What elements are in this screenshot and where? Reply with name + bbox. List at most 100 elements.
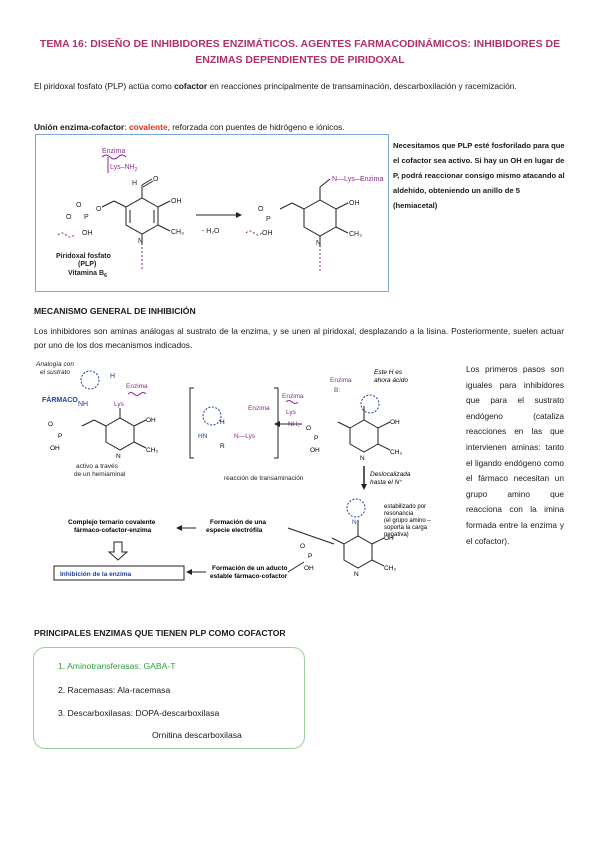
svg-text:R: R: [220, 443, 225, 450]
aducto-estable-label: Formación de un aducto: [212, 565, 288, 572]
svg-text:resonancia: resonancia: [384, 511, 414, 517]
svg-text:N—Lys: N—Lys: [234, 433, 256, 440]
svg-text:P: P: [58, 433, 62, 440]
svg-text:P: P: [308, 553, 312, 560]
svg-text:H: H: [110, 373, 115, 380]
svg-text:P: P: [84, 214, 89, 221]
union-line: Unión enzima-cofactor: covalente, reforz…: [34, 122, 345, 132]
enzyme-item-aminotransferasas: 1. Aminotransferasas: GABA-T: [58, 661, 176, 671]
svg-text:OH: OH: [310, 447, 320, 454]
page-title: TEMA 16: DISEÑO DE INHIBIDORES ENZIMÁTIC…: [30, 36, 570, 68]
svg-text:OH: OH: [171, 198, 182, 205]
svg-text:OH: OH: [349, 200, 360, 207]
svg-text:O: O: [153, 176, 159, 183]
svg-text:O: O: [66, 214, 72, 221]
lys-nh2-label: Lys–NH2: [110, 164, 138, 173]
svg-text:especie electrófila: especie electrófila: [206, 527, 263, 534]
vitamin-b6-label: Vitamina B6: [68, 270, 107, 279]
schiff-base-structure: [279, 178, 349, 247]
svg-text:soporta la carga: soporta la carga: [384, 525, 428, 531]
svg-text:negativa): negativa): [384, 532, 409, 538]
especie-electrofila-label: Formación de una: [210, 519, 266, 526]
svg-text:Lys: Lys: [114, 401, 125, 408]
cofactor-term: cofactor: [174, 81, 208, 91]
svg-text:fármaco-cofactor-enzima: fármaco-cofactor-enzima: [74, 527, 152, 534]
svg-text:activo a través: activo a través: [76, 463, 119, 470]
svg-text:NH: NH: [78, 401, 88, 408]
title-line-2: ENZIMAS DEPENDIENTES DE PIRIDOXAL: [195, 54, 405, 66]
svg-text:O: O: [306, 425, 311, 432]
svg-text:N: N: [352, 519, 357, 526]
farmaco-label: FÁRMACO: [42, 395, 78, 404]
svg-text:CH₃: CH₃: [390, 449, 402, 456]
svg-text:OH: OH: [384, 535, 394, 542]
note-first-steps: Los primeros pasos son iguales para inhi…: [466, 364, 564, 546]
svg-text:OH: OH: [304, 565, 314, 572]
svg-text:CH₃: CH₃: [146, 447, 158, 454]
svg-text:P: P: [266, 216, 271, 223]
mechanism-heading: MECANISMO GENERAL DE INHIBICIÓN: [34, 306, 196, 316]
svg-text:O: O: [76, 202, 82, 209]
svg-text:Este H es: Este H es: [374, 369, 403, 376]
title-line-1: TEMA 16: DISEÑO DE INHIBIDORES ENZIMÁTIC…: [39, 38, 561, 50]
figure-inhibition-mechanism: Analogía con el sustrato FÁRMACO NH H En…: [34, 358, 464, 594]
svg-text:ahora ácido: ahora ácido: [374, 377, 408, 384]
enzyme-item-racemasas: 2. Racemasas: Ala-racemasa: [58, 685, 171, 695]
svg-text:N: N: [354, 571, 359, 578]
svg-text:NH₂: NH₂: [288, 421, 300, 428]
svg-text:O: O: [258, 206, 264, 213]
enzyme-item-ornitina: Ornitina descarboxilasa: [152, 730, 242, 740]
inhibicion-enzima-label: Inhibición de la enzima: [60, 571, 132, 578]
svg-text:OH: OH: [390, 419, 400, 426]
svg-text:Enzima: Enzima: [248, 405, 270, 412]
plp-name: Piridoxal fosfato: [56, 253, 111, 260]
svg-text:hasta el N⁺: hasta el N⁺: [370, 479, 403, 486]
analogia-label: Analogía con: [35, 361, 74, 368]
svg-text:Enzima: Enzima: [282, 393, 304, 400]
svg-text:(el grupo amino –: (el grupo amino –: [384, 518, 431, 524]
svg-text:H: H: [220, 419, 225, 426]
svg-text:OH: OH: [146, 417, 156, 424]
svg-text:P: P: [314, 435, 318, 442]
mechanism-paragraph: Los inhibidores son aminas análogas al s…: [34, 326, 564, 350]
svg-text:estabilizado por: estabilizado por: [384, 504, 426, 510]
svg-text:OH: OH: [262, 230, 273, 237]
svg-text:HN: HN: [198, 433, 208, 440]
svg-text:O: O: [48, 421, 53, 428]
enzyme-label-right: Enzima: [360, 176, 383, 183]
svg-text:Deslocalizada: Deslocalizada: [370, 471, 411, 478]
svg-text:Lys: Lys: [286, 409, 297, 416]
enzymes-heading: PRINCIPALES ENZIMAS QUE TIENEN PLP COMO …: [34, 628, 286, 638]
note-phosphorylation: Necesitamos que PLP esté fosforilado par…: [393, 141, 565, 210]
svg-text:el sustrato: el sustrato: [40, 369, 70, 376]
enzyme-item-descarboxilasas: 3. Descarboxilasas: DOPA-descarboxilasa: [58, 708, 220, 718]
svg-text:Enzima: Enzima: [126, 383, 148, 390]
svg-text:O: O: [300, 543, 305, 550]
enzyme-label: Enzima: [102, 148, 125, 155]
svg-text:de un hemiaminal: de un hemiaminal: [74, 471, 126, 478]
svg-text:OH: OH: [50, 445, 60, 452]
lys-imine-label: N—Lys—: [332, 176, 362, 183]
svg-text:(PLP): (PLP): [78, 261, 96, 268]
svg-text:N: N: [138, 238, 143, 245]
complejo-ternario-label: Complejo ternario covalente: [68, 519, 156, 526]
svg-text:H: H: [132, 180, 137, 187]
enzymes-list-box: 1. Aminotransferasas: GABA-T 2. Racemasa…: [33, 647, 305, 749]
svg-text:N: N: [116, 453, 121, 460]
svg-text:OH: OH: [82, 230, 93, 237]
svg-text:O: O: [96, 206, 102, 213]
svg-text:N: N: [316, 240, 321, 247]
figure-enzyme-cofactor-binding: Enzima Lys–NH2 H O OH CH₃ N O P O OH O P…: [35, 134, 389, 292]
plp-structure: [101, 178, 171, 245]
water-loss-label: - H₂O: [202, 228, 220, 235]
plp-reaction-diagram: Enzima Lys–NH2 H O OH CH₃ N O P O OH O P…: [56, 148, 383, 279]
svg-text:B:: B:: [334, 387, 340, 394]
svg-text:CH₃: CH₃: [384, 565, 396, 572]
transamination-label: reacción de transaminación: [224, 475, 304, 482]
intro-paragraph: El piridoxal fosfato (PLP) actúa como co…: [34, 81, 517, 91]
svg-text:N: N: [360, 455, 365, 462]
mechanism-diagram: Analogía con el sustrato FÁRMACO NH H En…: [35, 361, 431, 581]
svg-text:Enzima: Enzima: [330, 377, 352, 384]
svg-text:CH₃: CH₃: [171, 229, 184, 236]
covalente-term: covalente: [128, 122, 168, 132]
